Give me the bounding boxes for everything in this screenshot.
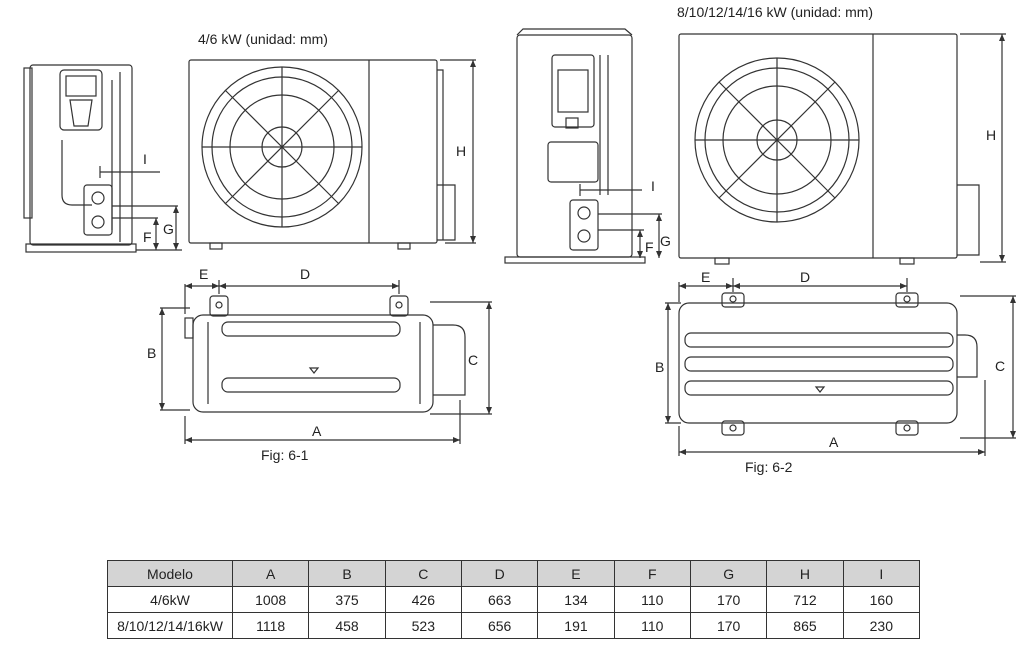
table-cell: 458 (308, 612, 386, 639)
dim-label-D-small: D (300, 266, 310, 282)
table-cell: 160 (842, 586, 921, 613)
table-header-row: Modelo A B C D E F G H I (107, 560, 921, 587)
table-cell: 8/10/12/14/16kW (107, 612, 233, 639)
table-cell: 865 (766, 612, 844, 639)
table-cell: 523 (384, 612, 462, 639)
table-cell: 712 (766, 586, 844, 613)
dim-label-A-small: A (312, 423, 322, 439)
small-unit-top-view (159, 280, 492, 444)
header-cell: E (537, 560, 615, 587)
dim-label-D-large: D (800, 269, 810, 285)
dimensions-table: Modelo A B C D E F G H I 4/6kW 1008 375 … (107, 560, 921, 639)
table-cell: 656 (460, 612, 539, 639)
dim-label-G-large: G (660, 233, 671, 249)
table-row: 4/6kW 1008 375 426 663 134 110 170 712 1… (107, 586, 921, 613)
dim-label-C-large: C (995, 358, 1005, 374)
large-unit-side-view (504, 28, 662, 264)
header-cell: Modelo (107, 560, 233, 587)
table-cell: 110 (613, 586, 691, 613)
table-cell: 375 (308, 586, 386, 613)
table-cell: 663 (460, 586, 539, 613)
large-unit-front-view (678, 33, 1006, 265)
table-cell: 170 (689, 612, 768, 639)
table-cell: 230 (842, 612, 921, 639)
small-unit-front-view (188, 59, 476, 250)
large-unit-top-view (665, 278, 1016, 456)
dim-label-F-large: F (645, 239, 654, 255)
dim-label-I-small: I (143, 151, 147, 167)
table-cell: 1008 (231, 586, 310, 613)
header-cell: A (231, 560, 310, 587)
dim-label-B-large: B (655, 359, 664, 375)
dim-label-H-small: H (456, 143, 466, 159)
header-cell: D (460, 560, 539, 587)
dim-label-I-large: I (651, 178, 655, 194)
table-cell: 4/6kW (107, 586, 233, 613)
small-unit-side-view (23, 64, 182, 253)
title-small-unit: 4/6 kW (unidad: mm) (198, 31, 328, 47)
dim-label-E-large: E (701, 269, 710, 285)
dim-label-G-small: G (163, 221, 174, 237)
table-cell: 426 (384, 586, 462, 613)
table-cell: 134 (537, 586, 615, 613)
title-large-unit: 8/10/12/14/16 kW (unidad: mm) (677, 4, 873, 20)
dim-label-C-small: C (468, 352, 478, 368)
dim-label-E-small: E (199, 266, 208, 282)
dim-label-F-small: F (143, 229, 152, 245)
header-cell: C (384, 560, 462, 587)
figure-caption-6-1: Fig: 6-1 (261, 447, 309, 463)
dim-label-A-large: A (829, 434, 839, 450)
table-cell: 1118 (231, 612, 310, 639)
header-cell: F (613, 560, 691, 587)
dim-label-B-small: B (147, 345, 156, 361)
figure-caption-6-2: Fig: 6-2 (745, 459, 793, 475)
header-cell: G (689, 560, 768, 587)
header-cell: I (842, 560, 921, 587)
dim-label-H-large: H (986, 127, 996, 143)
header-cell: B (308, 560, 386, 587)
header-cell: H (766, 560, 844, 587)
table-cell: 110 (613, 612, 691, 639)
table-row: 8/10/12/14/16kW 1118 458 523 656 191 110… (107, 612, 921, 639)
table-cell: 170 (689, 586, 768, 613)
table-cell: 191 (537, 612, 615, 639)
